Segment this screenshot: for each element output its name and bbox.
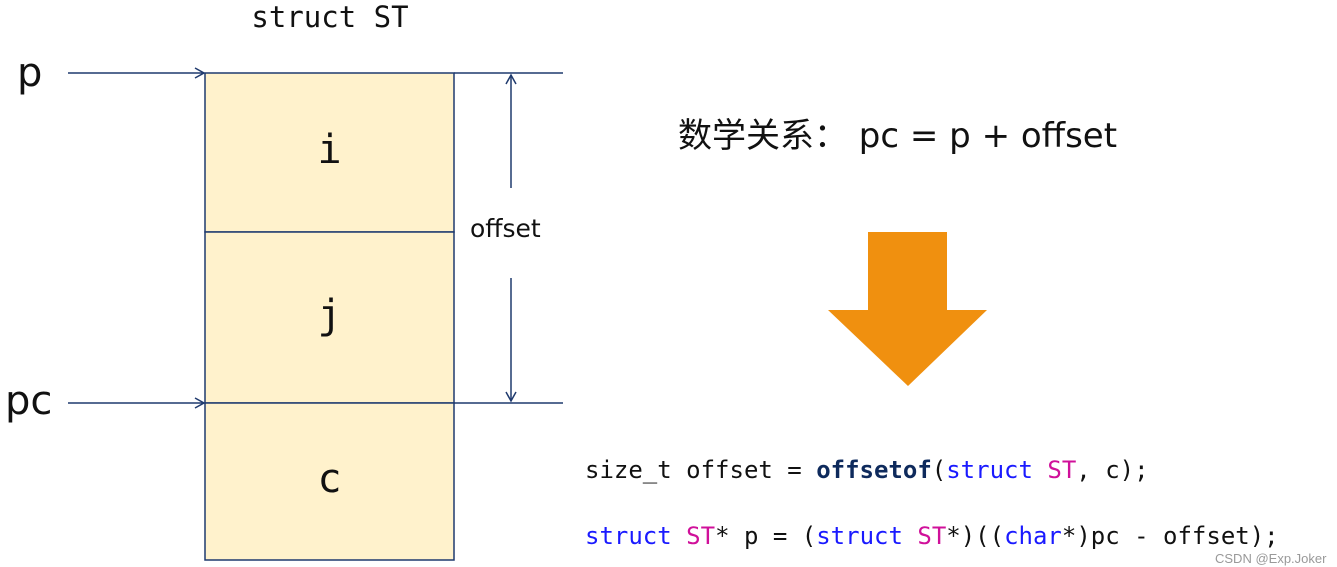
field-i-label: i	[317, 127, 342, 173]
code-text	[1033, 456, 1047, 484]
field-box-i	[204, 72, 455, 233]
code-keyword: struct	[816, 522, 903, 550]
down-arrow-icon	[828, 232, 987, 386]
watermark: CSDN @Exp.Joker	[1215, 551, 1327, 566]
code-keyword: struct	[585, 522, 672, 550]
code-keyword: struct	[946, 456, 1033, 484]
code-text: (	[931, 456, 947, 484]
field-box-j	[204, 231, 455, 404]
pointer-pc-label: pc	[5, 378, 53, 424]
code-text: *)pc - offset);	[1061, 522, 1279, 550]
code-text: , c);	[1076, 456, 1149, 484]
code-line-2: struct ST* p = (struct ST*)((char*)pc - …	[585, 522, 1279, 550]
code-text: * p = (	[715, 522, 817, 550]
code-text	[672, 522, 686, 550]
offset-label: offset	[470, 214, 541, 243]
relation-formula: 数学关系： pc = p + offset	[678, 116, 1118, 156]
struct-title: struct ST	[251, 0, 409, 34]
code-function: offsetof	[816, 456, 932, 484]
pointer-p-label: p	[17, 50, 43, 96]
code-line-1: size_t offset = offsetof(struct ST, c);	[585, 456, 1149, 484]
field-c-label: c	[317, 456, 342, 502]
field-box-c	[204, 402, 455, 561]
code-type: ST	[917, 522, 947, 550]
code-type: ST	[686, 522, 716, 550]
code-keyword: char	[1004, 522, 1062, 550]
code-text	[903, 522, 917, 550]
code-type: ST	[1047, 456, 1077, 484]
field-j-label: j	[317, 292, 342, 338]
code-text: *)((	[946, 522, 1005, 550]
code-text: size_t offset =	[585, 456, 817, 484]
